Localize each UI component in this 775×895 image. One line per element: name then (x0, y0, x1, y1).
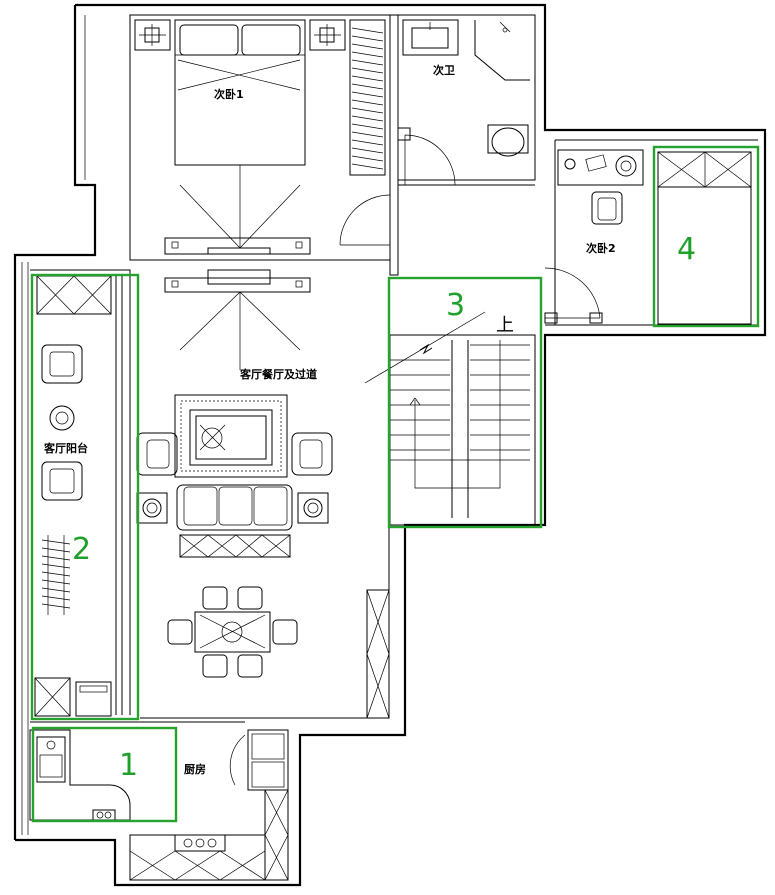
bathroom: 次卫 (397, 14, 536, 186)
living-dining: 客厅餐厅及过道 (136, 269, 390, 719)
room-label-bathroom: 次卫 (433, 63, 455, 77)
marker-box-4 (652, 145, 760, 328)
marker-1: 1 (119, 748, 138, 783)
room-label-balcony: 客厅阳台 (43, 441, 88, 455)
room-label-living: 客厅餐厅及过道 (239, 367, 317, 381)
corridor-walls (397, 184, 535, 275)
room-label-bedroom2: 次卧2 (586, 241, 616, 255)
marker-box-2 (30, 273, 140, 721)
marker-box-1 (31, 726, 178, 823)
marker-3: 3 (446, 288, 465, 323)
marker-4: 4 (677, 232, 696, 267)
bedroom1: 次卧1 (129, 14, 399, 276)
bedroom2: 次卧2 (544, 149, 752, 325)
stairs-up-label: 上 (496, 315, 514, 336)
room-label-kitchen: 厨房 (184, 762, 206, 776)
green-markers: 1 2 3 4 (30, 145, 760, 823)
marker-2: 2 (72, 532, 91, 567)
marker-box-3 (387, 276, 543, 529)
staircase: 上 (364, 311, 536, 526)
room-label-bedroom1: 次卧1 (214, 87, 244, 101)
kitchen: 厨房 (29, 717, 300, 881)
balcony: 客厅阳台 (30, 269, 131, 717)
